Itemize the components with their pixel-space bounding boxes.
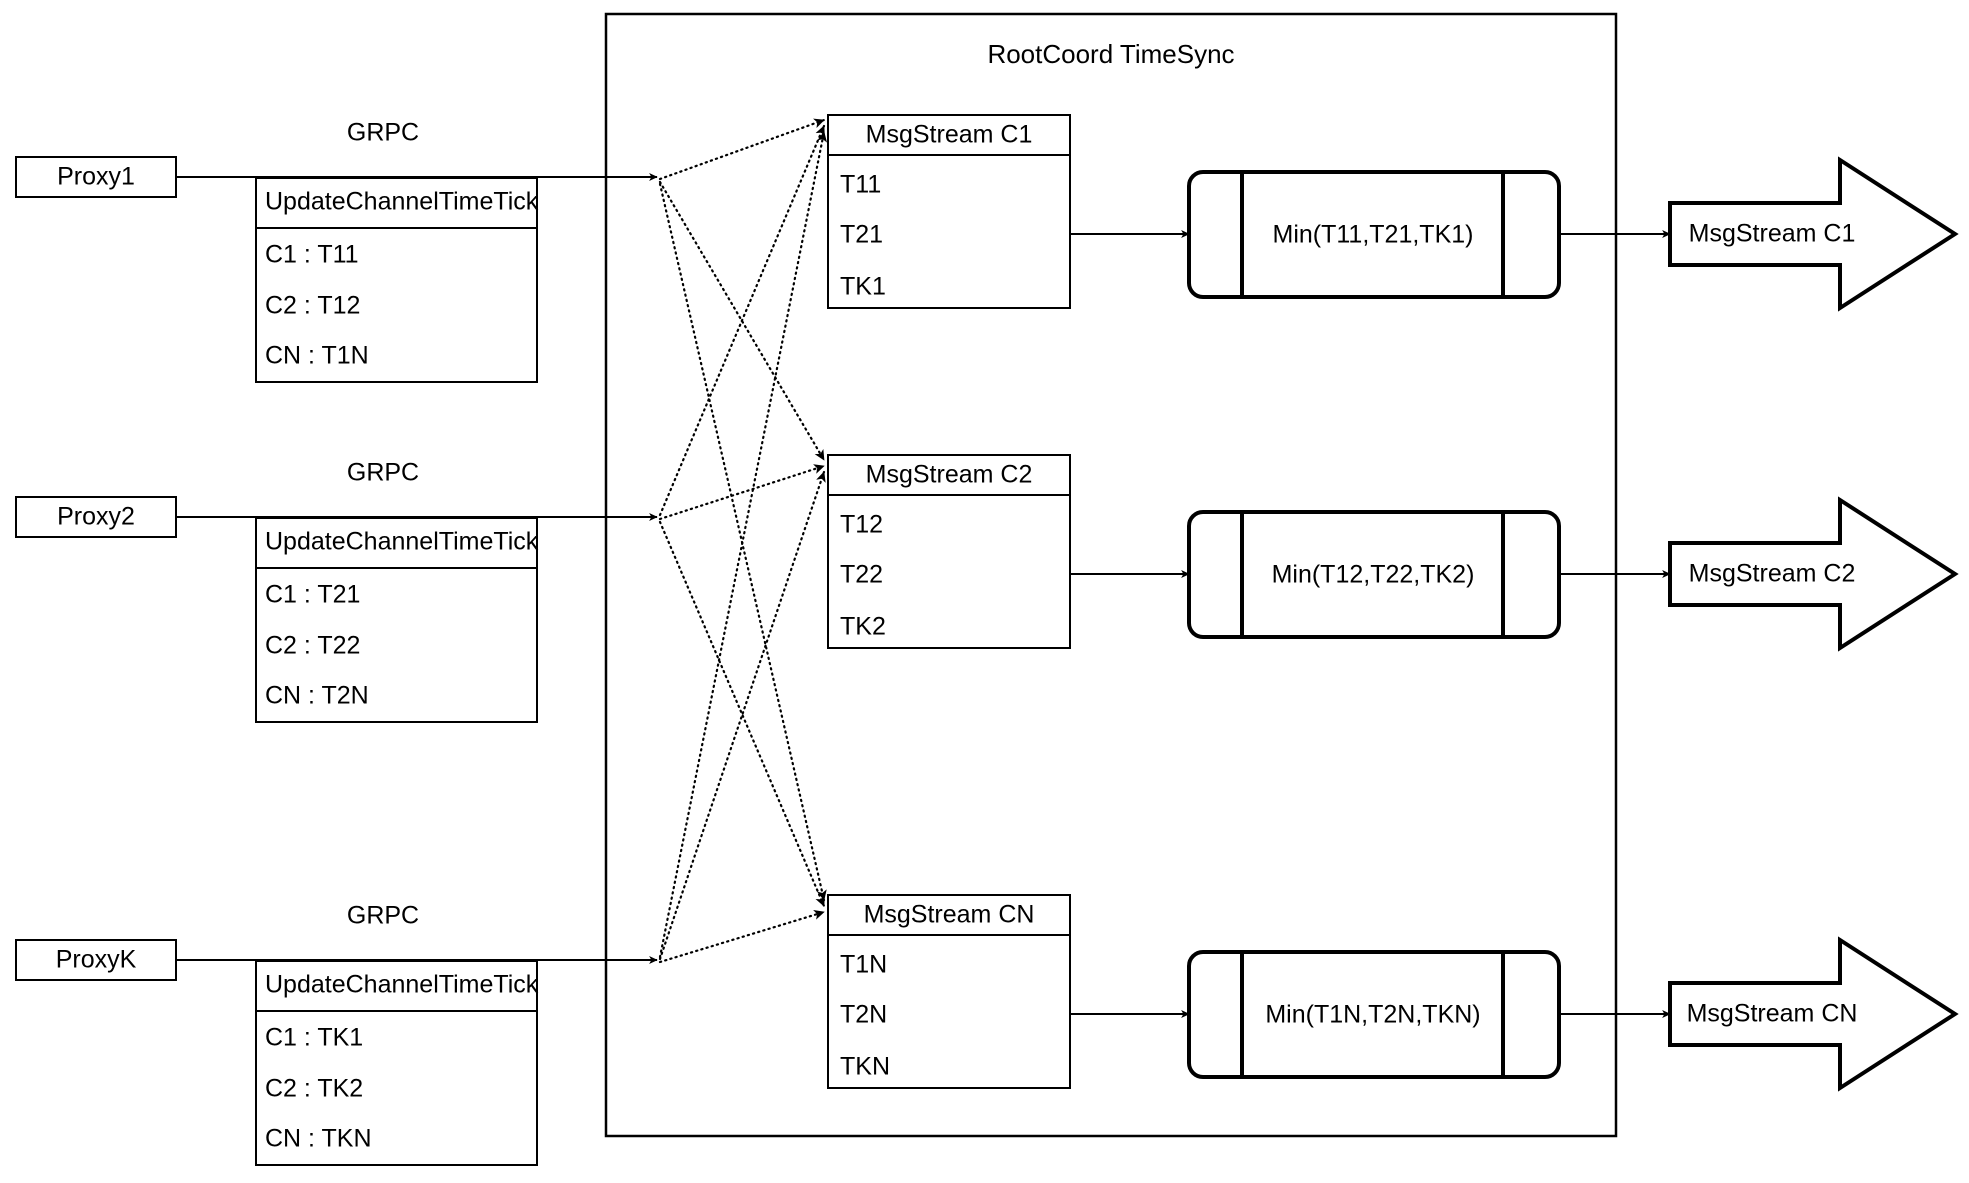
timetick-fanout-edges (658, 118, 828, 964)
msgstream-cn-row-1: T2N (840, 1001, 887, 1029)
min-c2-label: Min(T12,T22,TK2) (1272, 561, 1475, 589)
msgstream-c2-row-1: T22 (840, 561, 883, 589)
edge-proxy2-to-msgstream-c1 (658, 124, 826, 517)
edge-proxyk-to-msgstream-c1 (658, 130, 828, 959)
msgstream-c2-row-2: TK2 (840, 613, 886, 641)
proxy2-rpc-row-2: CN : T2N (265, 682, 369, 710)
proxyk-rpc-row-2: CN : TKN (265, 1125, 372, 1153)
min-cn-label: Min(T1N,T2N,TKN) (1265, 1001, 1480, 1029)
proxy2-rpc-row-1: C2 : T22 (265, 632, 360, 660)
proxy2-rpc-box (255, 517, 538, 723)
proxy-group-1: Proxy1 GRPC UpdateChannelTimeTick C1 : T… (15, 119, 658, 383)
msgstream-c2-title: MsgStream C2 (866, 461, 1033, 489)
msgstream-c1-row-2: TK1 (840, 273, 886, 301)
min-c1-label: Min(T11,T21,TK1) (1273, 221, 1474, 249)
proxy1-rpc-row-2: CN : T1N (265, 342, 369, 370)
proxy1-box[interactable] (15, 156, 177, 198)
proxy1-rpc-box (255, 177, 538, 383)
output-msgstream-cn-arrow[interactable] (1668, 936, 1959, 1092)
proxy1-label: Proxy1 (57, 163, 135, 191)
proxy1-rpc-title: UpdateChannelTimeTick (265, 188, 539, 216)
msgstream-cn-row-2: TKN (840, 1053, 890, 1081)
proxy2-rpc-row-0: C1 : T21 (265, 581, 360, 609)
msgstream-c1-box (827, 114, 1071, 309)
proxy2-rpc-title: UpdateChannelTimeTick (265, 528, 539, 556)
msgstream-cn-title: MsgStream CN (864, 901, 1035, 929)
proxy2-box[interactable] (15, 496, 177, 538)
msgstream-pipeline-3: MsgStream CN T1N T2N TKN Min(T1N,T2N,TKN… (827, 894, 1959, 1092)
output-msgstream-c2-label: MsgStream C2 (1689, 560, 1856, 588)
output-msgstream-c1-label: MsgStream C1 (1689, 220, 1856, 248)
output-msgstream-c2-arrow[interactable] (1668, 496, 1959, 652)
msgstream-pipeline-2: MsgStream C2 T12 T22 TK2 Min(T12,T22,TK2… (827, 454, 1959, 652)
msgstream-c1-row-0: T11 (840, 171, 881, 199)
proxyk-rpc-box (255, 960, 538, 1166)
msgstream-pipeline-1: MsgStream C1 T11 T21 TK1 Min(T11,T21,TK1… (827, 114, 1959, 312)
grpc-label-2: GRPC (347, 459, 419, 487)
output-msgstream-c1-arrow[interactable] (1668, 156, 1959, 312)
msgstream-c2-box (827, 454, 1071, 649)
edge-proxyk-to-msgstream-c2 (658, 470, 826, 961)
proxyk-rpc-row-1: C2 : TK2 (265, 1075, 363, 1103)
proxyk-label: ProxyK (56, 946, 137, 974)
grpc-label-3: GRPC (347, 902, 419, 930)
proxy1-rpc-row-0: C1 : T11 (265, 241, 359, 269)
edge-proxy1-to-msgstream-c1 (658, 118, 826, 181)
rootcoord-timesync-title: RootCoord TimeSync (987, 39, 1234, 69)
msgstream-c2-row-0: T12 (840, 511, 883, 539)
proxy-group-2: Proxy2 GRPC UpdateChannelTimeTick C1 : T… (15, 459, 658, 723)
edge-proxy2-to-msgstream-cn (658, 520, 826, 908)
proxyk-rpc-title: UpdateChannelTimeTick (265, 971, 539, 999)
proxy1-rpc-row-1: C2 : T12 (265, 292, 360, 320)
msgstream-cn-box (827, 894, 1071, 1089)
msgstream-c1-title: MsgStream C1 (866, 121, 1033, 149)
grpc-label-1: GRPC (347, 119, 419, 147)
proxy2-label: Proxy2 (57, 503, 135, 531)
edge-proxyk-to-msgstream-cn (658, 910, 826, 964)
proxy-group-3: ProxyK GRPC UpdateChannelTimeTick C1 : T… (15, 902, 658, 1166)
edge-proxy2-to-msgstream-c2 (658, 464, 826, 521)
msgstream-c1-row-1: T21 (840, 221, 883, 249)
output-msgstream-cn-label: MsgStream CN (1687, 1000, 1858, 1028)
proxyk-rpc-row-0: C1 : TK1 (265, 1024, 363, 1052)
msgstream-cn-row-0: T1N (840, 951, 887, 979)
